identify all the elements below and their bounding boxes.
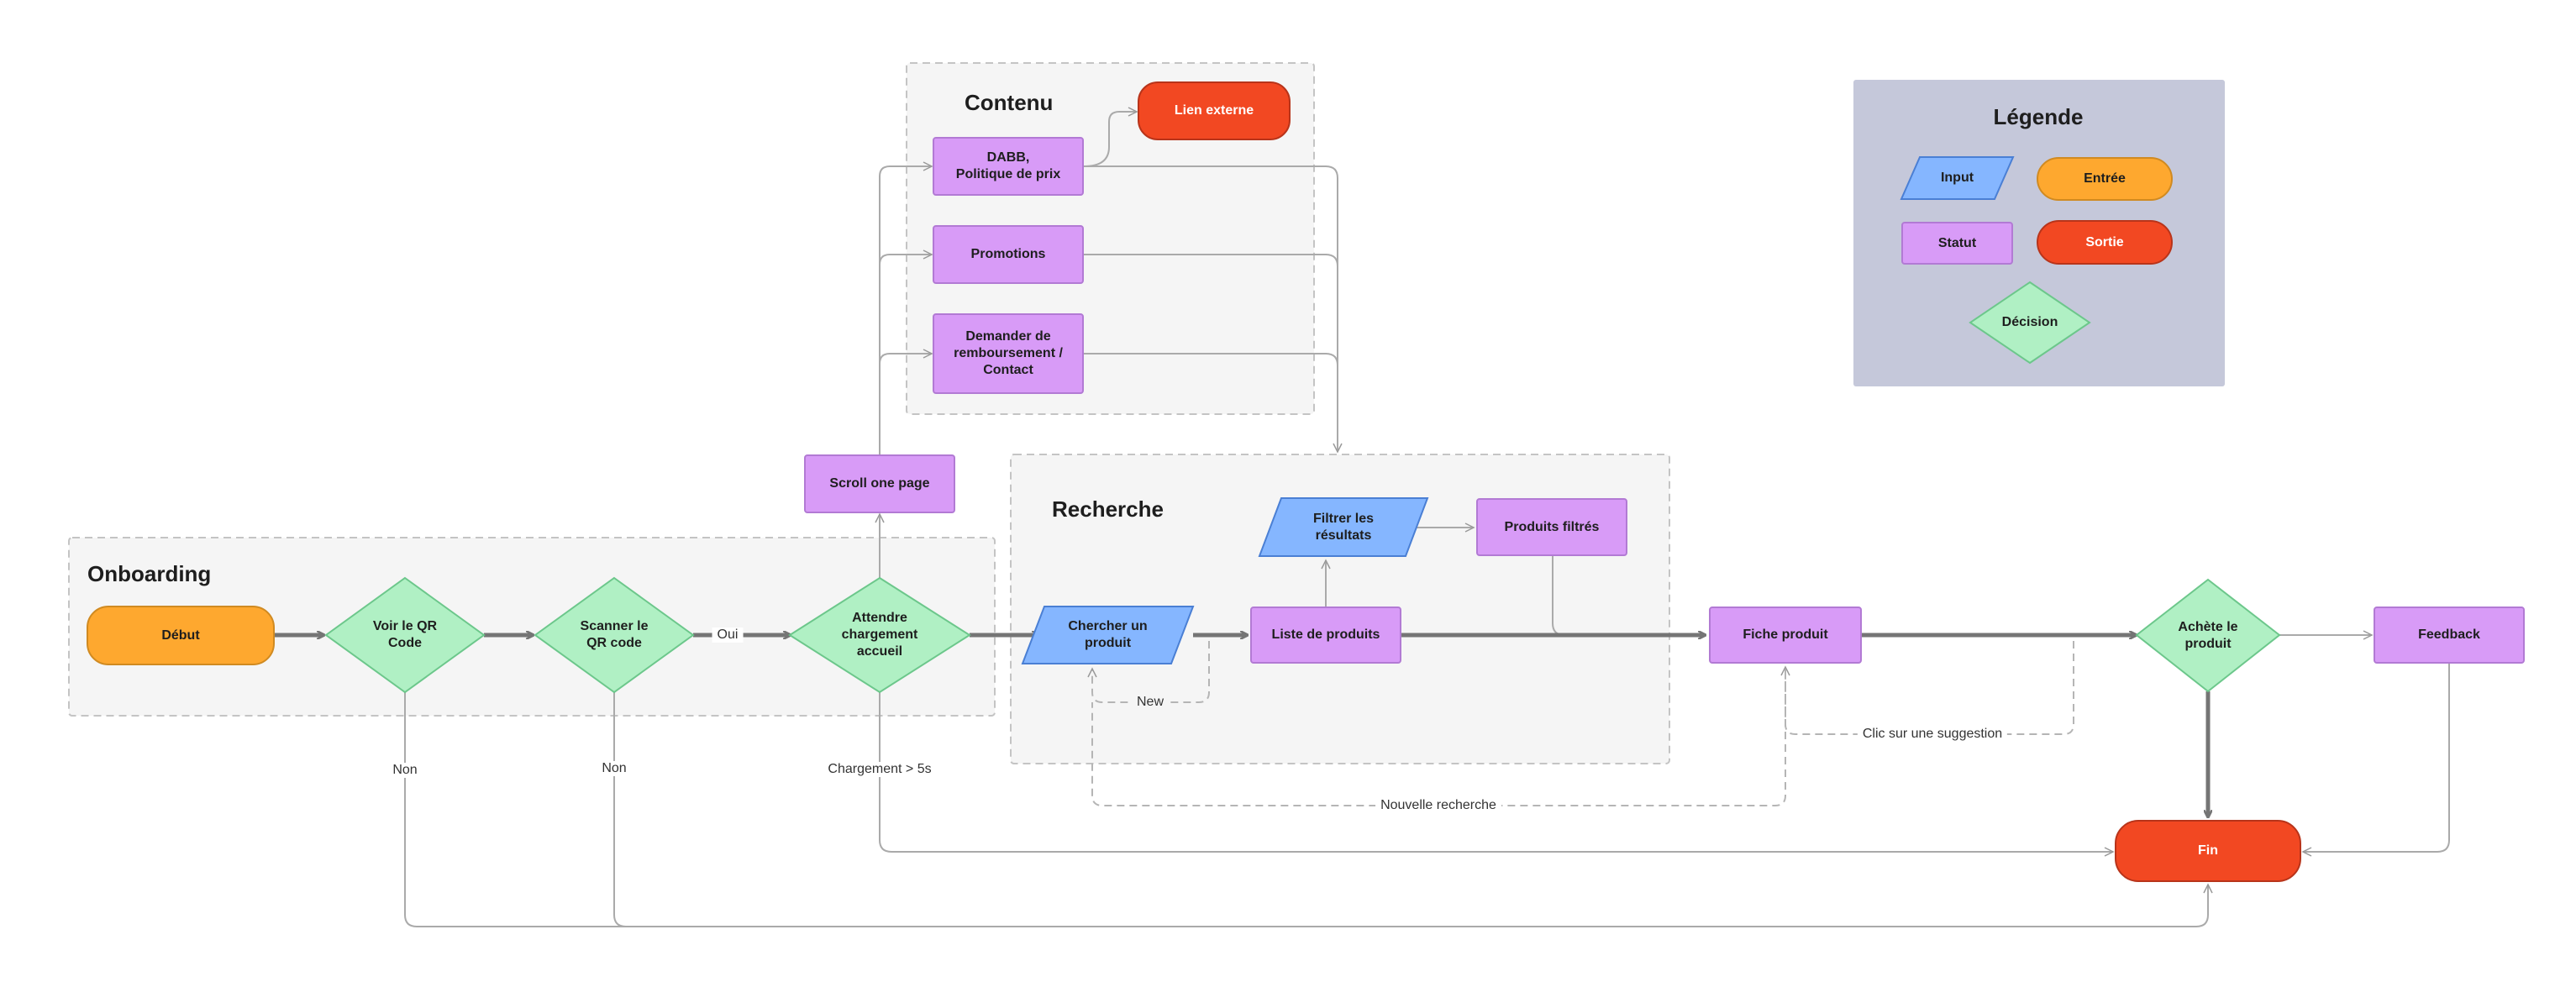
- node-achete-shape: [2135, 578, 2281, 693]
- edge-promotions-recherche: [1084, 254, 1338, 267]
- node-lien-externe[interactable]: Lien externe: [1138, 81, 1291, 140]
- node-voir-qr-shape: [324, 576, 486, 694]
- edge-dabb-lien: [1083, 107, 1138, 167]
- node-promotions[interactable]: Promotions: [933, 225, 1084, 284]
- node-voir-qr[interactable]: Voir le QR Code: [372, 619, 438, 650]
- node-filtrer-shape: [1258, 497, 1429, 557]
- node-chercher-shape: [1021, 606, 1195, 664]
- edge-label-chargement: Chargement > 5s: [823, 762, 937, 777]
- node-chercher[interactable]: Chercher un produit: [1068, 619, 1148, 650]
- node-scroll[interactable]: Scroll one page: [804, 454, 955, 513]
- node-attendre[interactable]: Attendre chargement accueil: [841, 611, 918, 659]
- edge-scroll-promotions: [879, 249, 933, 265]
- section-title-recherche: Recherche: [1052, 496, 1164, 522]
- main-flow-connectors: [275, 635, 2208, 817]
- legend-entree: Entrée: [2037, 157, 2173, 201]
- node-demander[interactable]: Demander de remboursement / Contact: [933, 313, 1084, 394]
- edge-label-nouvelle-recherche: Nouvelle recherche: [1375, 798, 1501, 813]
- section-title-contenu: Contenu: [965, 90, 1054, 115]
- edge-chargement-fin: [879, 692, 2115, 857]
- legend-sortie: Sortie: [2037, 220, 2173, 265]
- edge-scroll-demander: [879, 349, 933, 365]
- node-fin[interactable]: Fin: [2115, 820, 2301, 882]
- legend-input-shape: [1900, 156, 2015, 200]
- edge-label-oui: Oui: [712, 628, 744, 643]
- edge-label-new: New: [1131, 695, 1170, 710]
- legend-statut: Statut: [1901, 222, 2013, 265]
- node-filtrer[interactable]: Filtrer les résultats: [1312, 511, 1375, 543]
- edge-feedback-fin: [2301, 664, 2450, 857]
- edge-label-suggestion: Clic sur une suggestion: [1857, 727, 2008, 742]
- edge-label-non-2: Non: [597, 761, 632, 776]
- node-achete[interactable]: Achète le produit: [2178, 619, 2238, 651]
- legend-title: Légende: [1993, 104, 2084, 129]
- node-debut[interactable]: Début: [87, 606, 275, 665]
- node-fiche[interactable]: Fiche produit: [1709, 607, 1862, 664]
- node-scanner-qr[interactable]: Scanner le QR code: [580, 619, 649, 650]
- legend-decision-shape: [1969, 281, 2091, 365]
- edge-label-non-1: Non: [387, 763, 423, 778]
- edge-demander-recherche: [1084, 353, 1338, 366]
- node-scanner-qr-shape: [534, 576, 695, 694]
- legend-input-label: Input: [1940, 171, 1974, 185]
- node-dabb[interactable]: DABB, Politique de prix: [933, 137, 1084, 196]
- node-attendre-shape: [788, 576, 971, 694]
- edge-scroll-dabb: [879, 161, 933, 454]
- legend-decision-label: Décision: [2001, 315, 2058, 329]
- edge-non-voir-fin: [404, 692, 2213, 927]
- node-liste[interactable]: Liste de produits: [1250, 607, 1401, 664]
- node-produits-filtres[interactable]: Produits filtrés: [1476, 498, 1627, 556]
- edge-non-scanner-fin: [613, 692, 627, 927]
- section-title-onboarding: Onboarding: [87, 561, 212, 586]
- edge-dabb-recherche: [1084, 165, 1343, 454]
- section-onboarding: [68, 537, 996, 717]
- node-feedback[interactable]: Feedback: [2374, 607, 2525, 664]
